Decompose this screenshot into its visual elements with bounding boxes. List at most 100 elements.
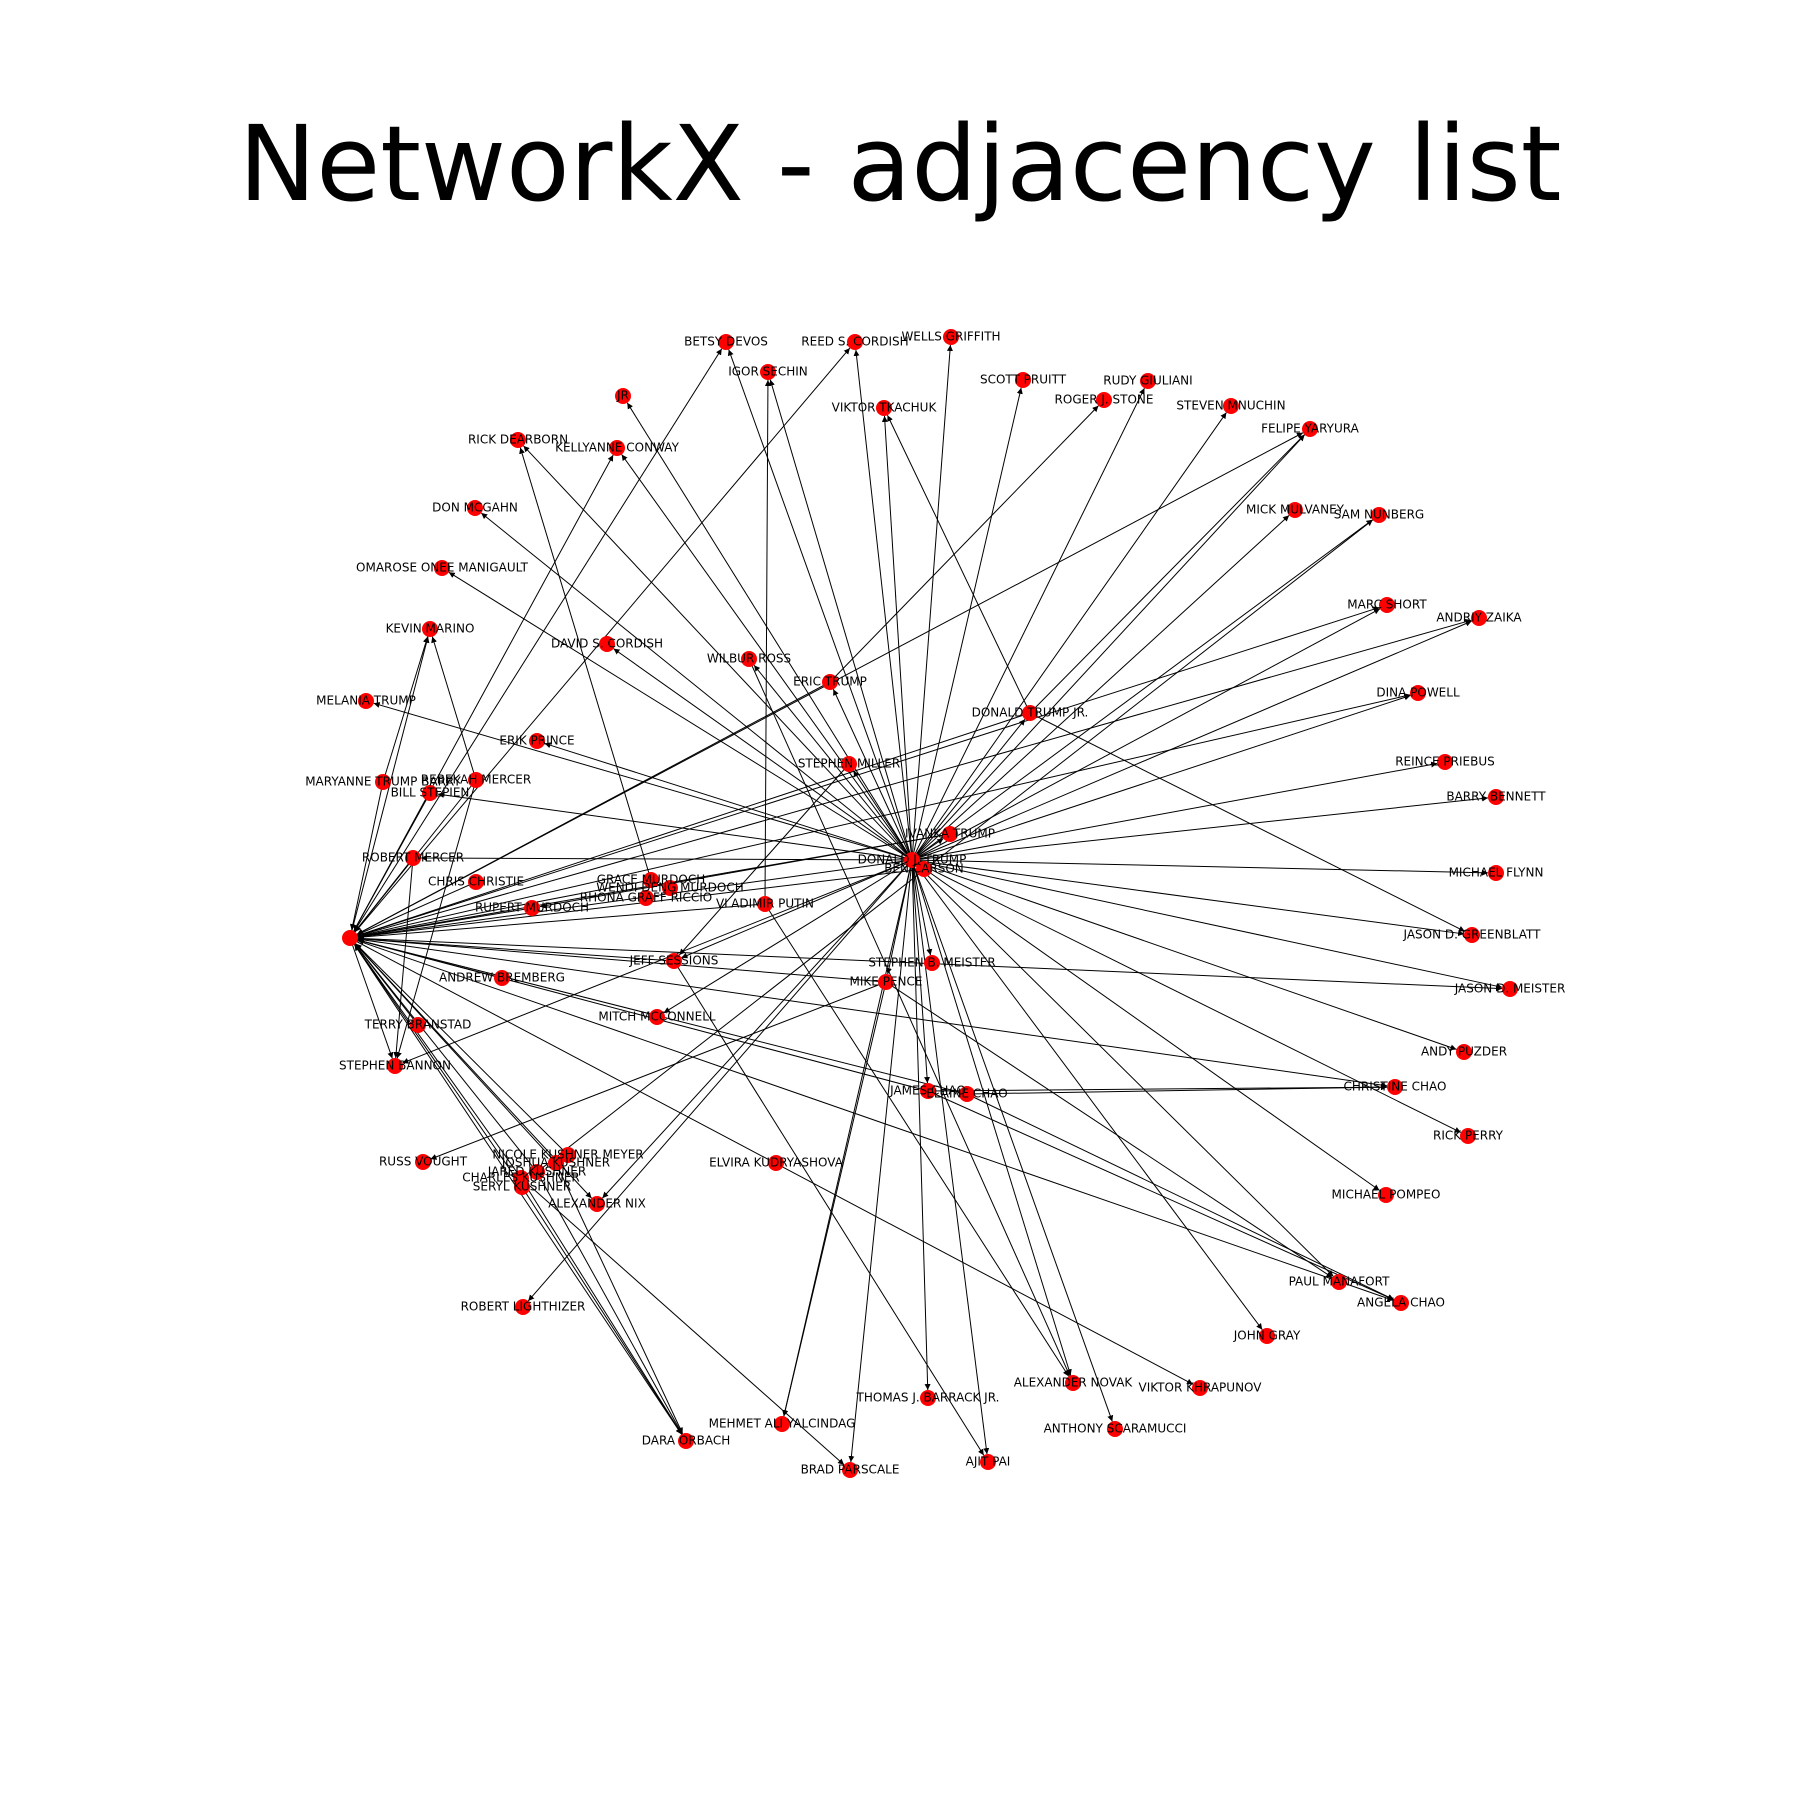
edge-elaine-chao-to-angela-chao [966,1093,1395,1300]
node-donald-j-trump [904,852,920,868]
node-viktor-tkachuk [876,400,892,416]
node-vladimir-putin [757,896,773,912]
edge-donald-j-trump-to-mick-mulvaney [911,515,1290,861]
edge-jared-kushner-to-dara-orbach [536,1171,683,1435]
edge-donald-j-trump-to-steven-mnuchin [911,412,1227,861]
node-betsy-devos [718,334,734,350]
node-label-jason-d-greenblatt: JASON D. GREENBLATT [1403,928,1542,942]
node-rupert-murdoch [524,900,540,916]
node-label-kellyanne-conway: KELLYANNE CONWAY [555,441,679,455]
edge-donald-j-trump-to-jason-d-meister [911,859,1503,989]
node-james-chao [920,1083,936,1099]
node-label-mike-pence: MIKE PENCE [850,975,923,989]
edge-donald-j-trump-to-brad-parscale [848,859,913,1463]
edge-donald-j-trump-to-alexander-nix [602,859,913,1199]
node-brad-parscale [842,1462,858,1478]
node-barry-bennett [1488,789,1504,805]
edge-donald-j-trump-to-don-mcgahn [480,512,913,861]
node-label-ajit-pai: AJIT PAI [966,1455,1011,1469]
node-joshua-kushner [548,1155,564,1171]
node-label-andy-puzder: ANDY PUZDER [1421,1045,1507,1059]
edge-donald-j-trump-to-jr [626,402,913,861]
node-unlabeled [342,930,358,946]
edge-donald-j-trump-to-viktor-tkachuk [881,415,913,861]
node-label-angela-chao: ANGELA CHAO [1357,1296,1445,1310]
edge-mike-pence-to-mehmet-ali-yalcindag [782,981,887,1417]
node-label-stephen-b-meister: STEPHEN B. MEISTER [868,956,995,970]
node-bill-stepien [422,785,438,801]
node-christine-chao [1387,1079,1403,1095]
edge-ivanka-trump-to-rupert-murdoch [539,833,951,909]
node-andy-puzder [1456,1044,1472,1060]
node-label-reince-priebus: REINCE PRIEBUS [1395,755,1495,769]
node-chris-christie [468,874,484,890]
node-robert-mercer [405,850,421,866]
edge-donald-j-trump-to-anthony-scaramucci [911,859,1114,1422]
node-label-erik-prince: ERIK PRINCE [499,734,574,748]
node-label-rebekah-mercer: REBEKAH MERCER [421,773,531,787]
node-label-andrew-bremberg: ANDREW BREMBERG [439,971,565,985]
node-melania-trump [358,693,374,709]
node-jason-d-meister [1502,981,1518,997]
edge-rupert-murdoch-to-unlabeled [357,907,533,939]
edge-donald-j-trump-to-felipe-yaryura [911,434,1305,861]
node-label-maryanne-trump-barry: MARYANNE TRUMP BARRY [305,775,461,789]
edge-rebekah-mercer-to-kevin-marino [431,636,477,781]
edge-maryanne-trump-barry-to-kevin-marino [382,636,429,783]
edge-donald-j-trump-to-james-chao [911,859,931,1084]
node-label-melania-trump: MELANIA TRUMP [316,694,416,708]
edge-donald-j-trump-to-wilbur-ross [753,664,913,861]
edge-layer [349,344,1503,1466]
edge-donald-j-trump-to-stephen-bannon [402,859,913,1064]
edge-donald-j-trump-to-robert-lighthizer [527,859,913,1302]
node-label-stephen-miller: STEPHEN MILLER [798,757,900,771]
edge-unlabeled-to-alexander-nix [349,937,592,1199]
edge-unlabeled-to-stephen-bannon [349,937,394,1059]
node-label-brad-parscale: BRAD PARSCALE [801,1463,900,1477]
edge-donald-j-trump-to-michael-flynn [911,859,1489,876]
node-alexander-novak [1065,1375,1081,1391]
node-rick-dearborn [510,432,526,448]
node-label-elvira-kudryashova: ELVIRA KUDRYASHOVA [709,1156,844,1170]
node-label-ivanka-trump: IVANKA TRUMP [905,827,995,841]
node-label-seryl-kushner: SERYL KUSHNER [473,1180,571,1194]
node-grace-murdoch [643,872,659,888]
node-jeff-sessions [666,953,682,969]
node-dina-powell [1410,685,1426,701]
node-label-grace-murdoch: GRACE MURDOCH [597,873,706,887]
node-label-robert-lighthizer: ROBERT LIGHTHIZER [461,1300,586,1314]
edge-donald-j-trump-to-sam-nunberg [911,519,1373,861]
node-michael-pompeo [1378,1187,1394,1203]
node-label-rhona-graff-riccio: RHONA GRAFF RICCIO [580,891,712,905]
node-label-bill-stepien: BILL STEPIEN [391,786,470,800]
edge-donald-j-trump-to-bill-stepien [437,791,913,861]
node-label-mick-mulvaney: MICK MULVANEY [1246,503,1345,517]
edge-grace-murdoch-to-rick-dearborn [519,447,652,881]
node-reince-priebus [1437,754,1453,770]
node-robert-lighthizer [515,1299,531,1315]
page-title: NetworkX - adjacency list [238,103,1562,225]
node-omarose-onee-manigault [434,560,450,576]
node-dara-orbach [678,1433,694,1449]
edge-donald-j-trump-to-paul-manafort [911,859,1334,1277]
edge-donald-j-trump-to-david-s-cordish [613,648,913,861]
node-label-stephen-bannon: STEPHEN BANNON [339,1059,451,1073]
node-ben-carson [916,861,932,877]
node-kevin-marino [422,621,438,637]
edge-donald-j-trump-to-mitch-mcconnell [663,859,913,1014]
edge-elaine-chao-to-christine-chao [966,1084,1388,1095]
node-label-mitch-mcconnell: MITCH MCCONNELL [598,1010,716,1024]
edge-seryl-kushner-to-unlabeled [354,944,523,1188]
node-john-gray [1259,1328,1275,1344]
edge-vladimir-putin-to-alexander-novak [764,903,1070,1377]
node-label-viktor-tkachuk: VIKTOR TKACHUK [832,401,938,415]
node-label-terry-branstad: TERRY BRANSTAD [364,1018,472,1032]
node-label-ben-carson: BEN CARSON [884,862,964,876]
edge-donald-j-trump-to-john-gray [911,859,1263,1330]
node-stephen-b-meister [924,955,940,971]
edge-mike-pence-to-unlabeled [357,936,887,983]
node-label-wells-griffith: WELLS GRIFFITH [901,330,1000,344]
node-label-charles-kushner: CHARLES KUSHNER [462,1171,580,1185]
node-terry-branstad [410,1017,426,1033]
node-label-viktor-khrapunov: VIKTOR KHRAPUNOV [1138,1381,1262,1395]
